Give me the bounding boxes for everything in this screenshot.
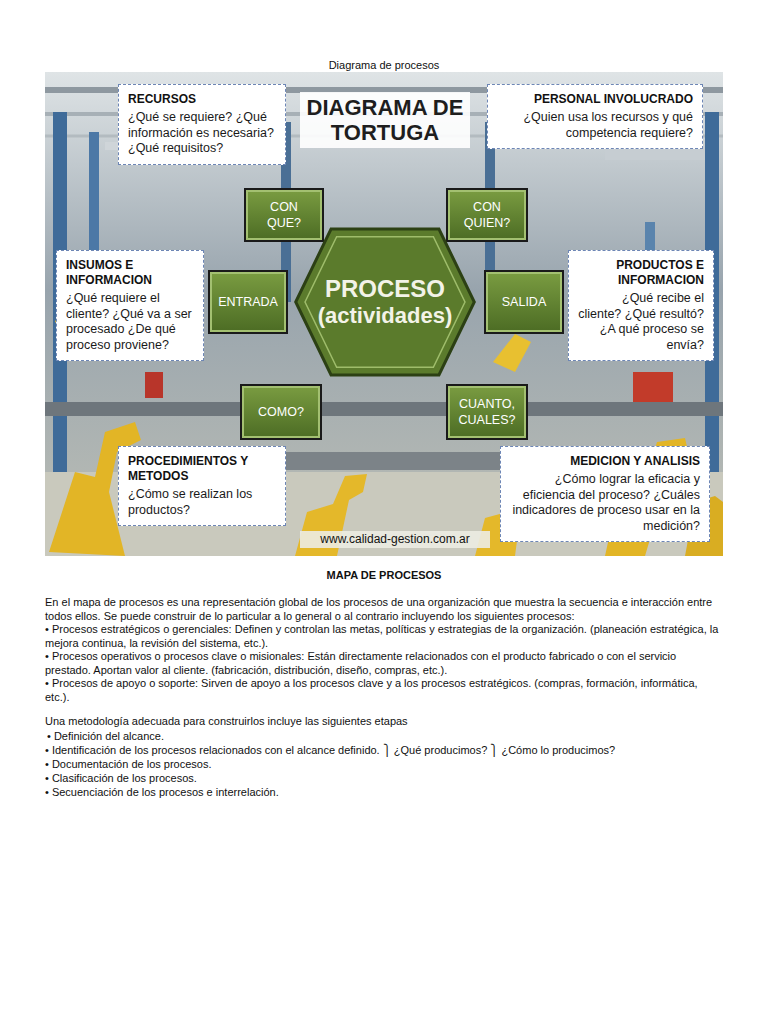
question-tag: COMO? (240, 384, 322, 440)
watermark: www.calidad-gestion.com.ar (300, 531, 490, 548)
box-heading: MEDICION Y ANALISIS (510, 454, 700, 469)
bullet-item: • Definición del alcance. (47, 730, 725, 744)
bullet-item: • Documentación de los procesos. (45, 758, 725, 772)
box-body: ¿Qué requiere el cliente? ¿Qué va a ser … (66, 291, 194, 353)
machine-part (145, 372, 163, 398)
light-panel (605, 150, 705, 160)
bullet-item: • Procesos estratégicos o gerenciales: D… (45, 623, 725, 650)
tag-text: SALIDA (502, 294, 546, 310)
process-title: PROCESO (325, 275, 445, 303)
info-box: INSUMOS E INFORMACION¿Qué requiere el cl… (56, 250, 204, 361)
box-heading: PRODUCTOS E INFORMACION (578, 258, 704, 288)
process-subtitle: (actividades) (318, 303, 453, 329)
tag-text: COMO? (258, 404, 304, 420)
robot-arm (493, 334, 531, 372)
question-tag: CUANTO, CUALES? (446, 384, 528, 440)
info-box: PERSONAL INVOLUCRADO ¿Quien usa los recur… (487, 84, 703, 149)
paragraph: Una metodología adecuada para construirl… (45, 715, 725, 729)
box-heading: PROCEDIMIENTOS Y METODOS (128, 454, 276, 484)
question-tag: SALIDA (484, 270, 564, 334)
box-body: ¿Qué se requiere? ¿Qué información es ne… (128, 110, 276, 157)
diagram-heading: DIAGRAMA DE TORTUGA (300, 92, 470, 148)
bullet-item: • Procesos de apoyo o soporte: Sirven de… (45, 677, 725, 704)
info-box: MEDICION Y ANALISIS ¿Cómo lograr la efica… (500, 446, 710, 542)
info-box: RECURSOS ¿Qué se requiere? ¿Qué informaci… (118, 84, 286, 165)
bullet-item: • Secuenciación de los procesos e interr… (45, 786, 725, 800)
box-body: ¿Cómo lograr la eficacia y eficiencia de… (510, 472, 700, 534)
info-box: PROCEDIMIENTOS Y METODOS¿Cómo se realiza… (118, 446, 286, 526)
bullet-item: • Clasificación de los procesos. (45, 772, 725, 786)
bullet-item: • Identificación de los procesos relacio… (45, 744, 725, 758)
box-body: ¿Quien usa los recursos y qué competenci… (497, 110, 693, 141)
bullet-item: • Procesos operativos o procesos clave o… (45, 650, 725, 677)
box-body: ¿Cómo se realizan los productos? (128, 487, 276, 518)
tag-text: CON QUIEN? (454, 199, 520, 231)
tag-text: CUANTO, CUALES? (454, 396, 520, 428)
hexagon-inner-line (305, 237, 465, 368)
photo-ground (45, 72, 723, 556)
page-title: Diagrama de procesos (0, 59, 768, 72)
hexagon-fill (296, 229, 475, 375)
machine-part (633, 372, 673, 402)
tag-text: ENTRADA (218, 294, 278, 310)
box-heading: INSUMOS E INFORMACION (66, 258, 194, 288)
box-heading: PERSONAL INVOLUCRADO (497, 92, 693, 107)
question-tag: ENTRADA (208, 270, 288, 334)
info-box: PRODUCTOS E INFORMACION¿Qué recibe el cl… (568, 250, 714, 361)
box-body: ¿Qué recibe el cliente? ¿Qué resultó? ¿A… (578, 291, 704, 353)
question-tag: CON QUIEN? (446, 188, 528, 242)
paragraph: En el mapa de procesos es una representa… (45, 596, 725, 623)
tag-text: CON QUE? (252, 199, 316, 231)
process-hexagon: PROCESO(actividades) (292, 226, 478, 378)
conveyor (45, 402, 723, 416)
question-tag: CON QUE? (244, 188, 324, 242)
box-heading: RECURSOS (128, 92, 276, 107)
section-heading: MAPA DE PROCESOS (45, 569, 723, 583)
